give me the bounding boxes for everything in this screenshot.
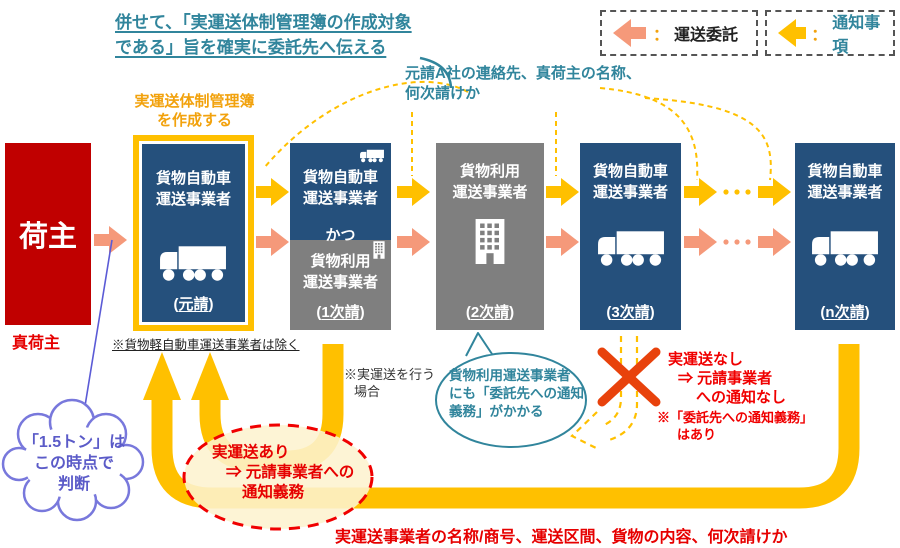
notice-items-note: 元請A社の連絡先、真荷主の名称、 何次請けか [405, 64, 641, 104]
forwarder-box-2nd: 貨物利用 運送事業者 (2次請) [436, 143, 544, 330]
cloud-line3: 判断 [57, 476, 90, 493]
case-note-line2: 場合 [354, 384, 381, 399]
carrier-1st-bottom1: 貨物利用 [310, 253, 371, 270]
legend-colon: ： [653, 27, 670, 44]
forwarder-duty-bubble: 貨物利用運送事業者 にも「委託先への通知 義務」がかかる [449, 367, 584, 421]
truck-icon [160, 246, 226, 281]
notice-items-line1: 元請A社の連絡先、真荷主の名称、 [405, 65, 641, 82]
carrier-1st-bottom2: 運送事業者 [302, 274, 378, 291]
ledger-note: 実運送体制管理簿 を作成する [112, 92, 277, 130]
no-transport-subnote-line2: はあり [677, 427, 717, 442]
cloud-line1: 「1.5トン」は [22, 434, 126, 451]
no-transport-line2: ⇒ 元請事業者 [678, 370, 773, 387]
legend-colon: ： [811, 27, 828, 44]
tier-label-nth: (n次請) [820, 304, 870, 321]
tier-label-2nd: (2次請) [465, 304, 515, 321]
no-transport-note: 実運送なし ⇒ 元請事業者 への通知なし [668, 350, 786, 407]
carrier-3rd-name: 貨物自動車 運送事業者 [580, 161, 681, 203]
building-icon [475, 219, 505, 264]
ledger-note-line2: を作成する [156, 112, 232, 129]
bottom-notice-items-note: 実運送事業者の名称/商号、運送区間、貨物の内容、何次請けか [335, 529, 788, 546]
exclude-note: ※貨物軽自動車運送事業者は除く [112, 338, 300, 352]
shipper-box: 荷主 [5, 143, 91, 325]
no-transport-line3: への通知なし [696, 389, 787, 406]
actual-transport-case-note: ※実運送を行う 場合 [344, 366, 435, 400]
legend-notice-label: 通知事項 [832, 15, 881, 56]
flow-arrows-gap4 [684, 178, 791, 256]
shipper-label: 荷主 [18, 221, 77, 253]
consign-arrow-shipper [94, 226, 127, 254]
tier-label-3rd: (3次請) [606, 304, 655, 321]
notice-items-line2: 何次請けか [405, 85, 481, 102]
ton-judgement-cloud: 「1.5トン」は この時点で 判断 [16, 432, 132, 495]
carrier-box-nth: 貨物自動車 運送事業者 (n次請) [795, 143, 895, 330]
case-note-line1: ※実運送を行う [344, 367, 436, 382]
flow-arrows-gap3 [546, 178, 579, 256]
carrier-box-1st: 貨物自動車 運送事業者 かつ 貨物利用 運送事業者 (1次請) [290, 143, 391, 330]
carrier-3rd-line2: 運送事業者 [592, 184, 668, 201]
legend-consign-label: 運送委託 [674, 27, 739, 44]
notice-arrow-icon [778, 19, 807, 47]
carrier-moto-line1: 貨物自動車 [155, 170, 231, 187]
carrier-nth-name: 貨物自動車 運送事業者 [795, 161, 895, 203]
consign-arrow-icon [613, 19, 646, 47]
bubble-line1: 貨物利用運送事業者 [449, 368, 571, 383]
legend-notice: ： 通知事項 [765, 10, 895, 56]
carrier-1st-top1: 貨物自動車 [302, 169, 378, 186]
forwarder-2nd-name: 貨物利用 運送事業者 [436, 161, 544, 203]
has-transport-line3: 通知義務 [242, 484, 305, 501]
truck-icon [598, 231, 664, 266]
tier-label-1st: (1次請) [316, 304, 365, 321]
carrier-moto-line2: 運送事業者 [155, 191, 231, 208]
ledger-note-line1: 実運送体制管理簿 [134, 93, 255, 110]
bubble-line3: 義務」がかかる [449, 404, 544, 419]
bubble-line2: にも「委託先への通知 [449, 386, 584, 401]
true-shipper-label: 真荷主 [12, 335, 61, 352]
carrier-1st-and: かつ [325, 227, 356, 244]
top-note-line2: である」旨を確実に委託先へ伝える [115, 38, 387, 57]
carrier-1st-top2: 運送事業者 [302, 190, 378, 207]
truck-icon-small [360, 149, 384, 163]
carrier-1st-bottom-name: 貨物利用 運送事業者 [290, 251, 391, 293]
has-transport-note: 実運送あり ⇒ 元請事業者への 通知義務 [212, 443, 354, 503]
top-note-line1: 併せて、「実運送体制管理簿の作成対象 [115, 13, 412, 32]
forwarder-2nd-line2: 運送事業者 [452, 184, 528, 201]
carrier-3rd-line1: 貨物自動車 [592, 163, 668, 180]
has-transport-line1: 実運送あり [212, 444, 290, 461]
forwarder-2nd-line1: 貨物利用 [459, 163, 520, 180]
no-transport-subnote-line1: ※「委託先への通知義務」 [657, 410, 814, 425]
carrier-moto-name: 貨物自動車 運送事業者 [142, 168, 245, 210]
carrier-box-3rd: 貨物自動車 運送事業者 (3次請) [580, 143, 681, 330]
no-transport-subnote: ※「委託先への通知義務」 はあり [657, 409, 813, 443]
building-icon-small [373, 241, 385, 259]
cloud-line2: この時点で [33, 455, 114, 472]
flow-arrows-gap2 [397, 178, 430, 256]
carrier-box-moto: 貨物自動車 運送事業者 (元請) [133, 135, 254, 331]
carrier-nth-line2: 運送事業者 [807, 184, 883, 201]
carrier-nth-line1: 貨物自動車 [807, 163, 883, 180]
truck-icon [812, 231, 878, 266]
has-transport-line2: ⇒ 元請事業者への [226, 464, 355, 481]
cross-out-x-icon [597, 347, 661, 407]
no-transport-line1: 実運送なし [668, 351, 744, 368]
flow-arrows-gap1 [256, 178, 289, 256]
top-note: 併せて、「実運送体制管理簿の作成対象 である」旨を確実に委託先へ伝える [115, 10, 412, 60]
tier-label-moto: (元請) [173, 296, 214, 313]
carrier-1st-top-name: 貨物自動車 運送事業者 [290, 167, 391, 209]
legend-consign: ： 運送委託 [600, 10, 758, 56]
